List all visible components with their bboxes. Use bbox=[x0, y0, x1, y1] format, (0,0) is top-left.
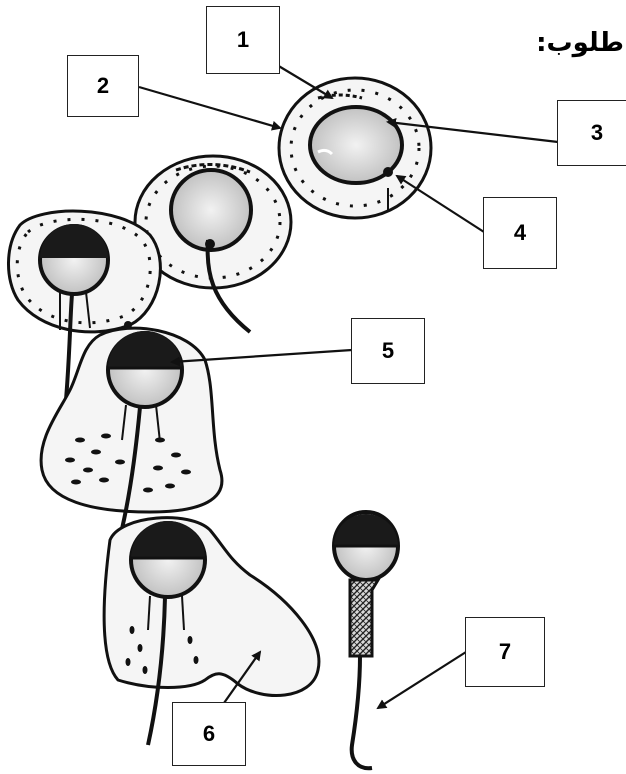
arrow-1 bbox=[271, 61, 334, 100]
arrow-4 bbox=[395, 174, 485, 233]
label-box-4: 4 bbox=[483, 197, 557, 269]
label-box-3: 3 bbox=[557, 100, 626, 166]
label-box-2: 2 bbox=[67, 55, 139, 117]
label-box-5: 5 bbox=[351, 318, 425, 384]
spermatid-stage-d bbox=[39, 326, 224, 546]
arrow-5 bbox=[170, 348, 353, 367]
arrow-2 bbox=[138, 85, 282, 131]
label-box-6: 6 bbox=[172, 702, 246, 766]
arrow-3 bbox=[386, 117, 559, 144]
spermatid-stage-c bbox=[7, 209, 162, 401]
label-box-7: 7 bbox=[465, 617, 545, 687]
label-box-1: 1 bbox=[206, 6, 280, 74]
arrow-7 bbox=[376, 651, 467, 710]
round-spermatid-cell bbox=[277, 76, 433, 220]
mature-sperm-icon bbox=[332, 510, 400, 771]
pointer-arrows bbox=[138, 61, 559, 710]
arrow-6 bbox=[223, 650, 262, 704]
spermatid-stage-e bbox=[102, 516, 321, 746]
spermatid-stage-b bbox=[133, 154, 293, 334]
header-text: طلوب: bbox=[536, 28, 624, 58]
